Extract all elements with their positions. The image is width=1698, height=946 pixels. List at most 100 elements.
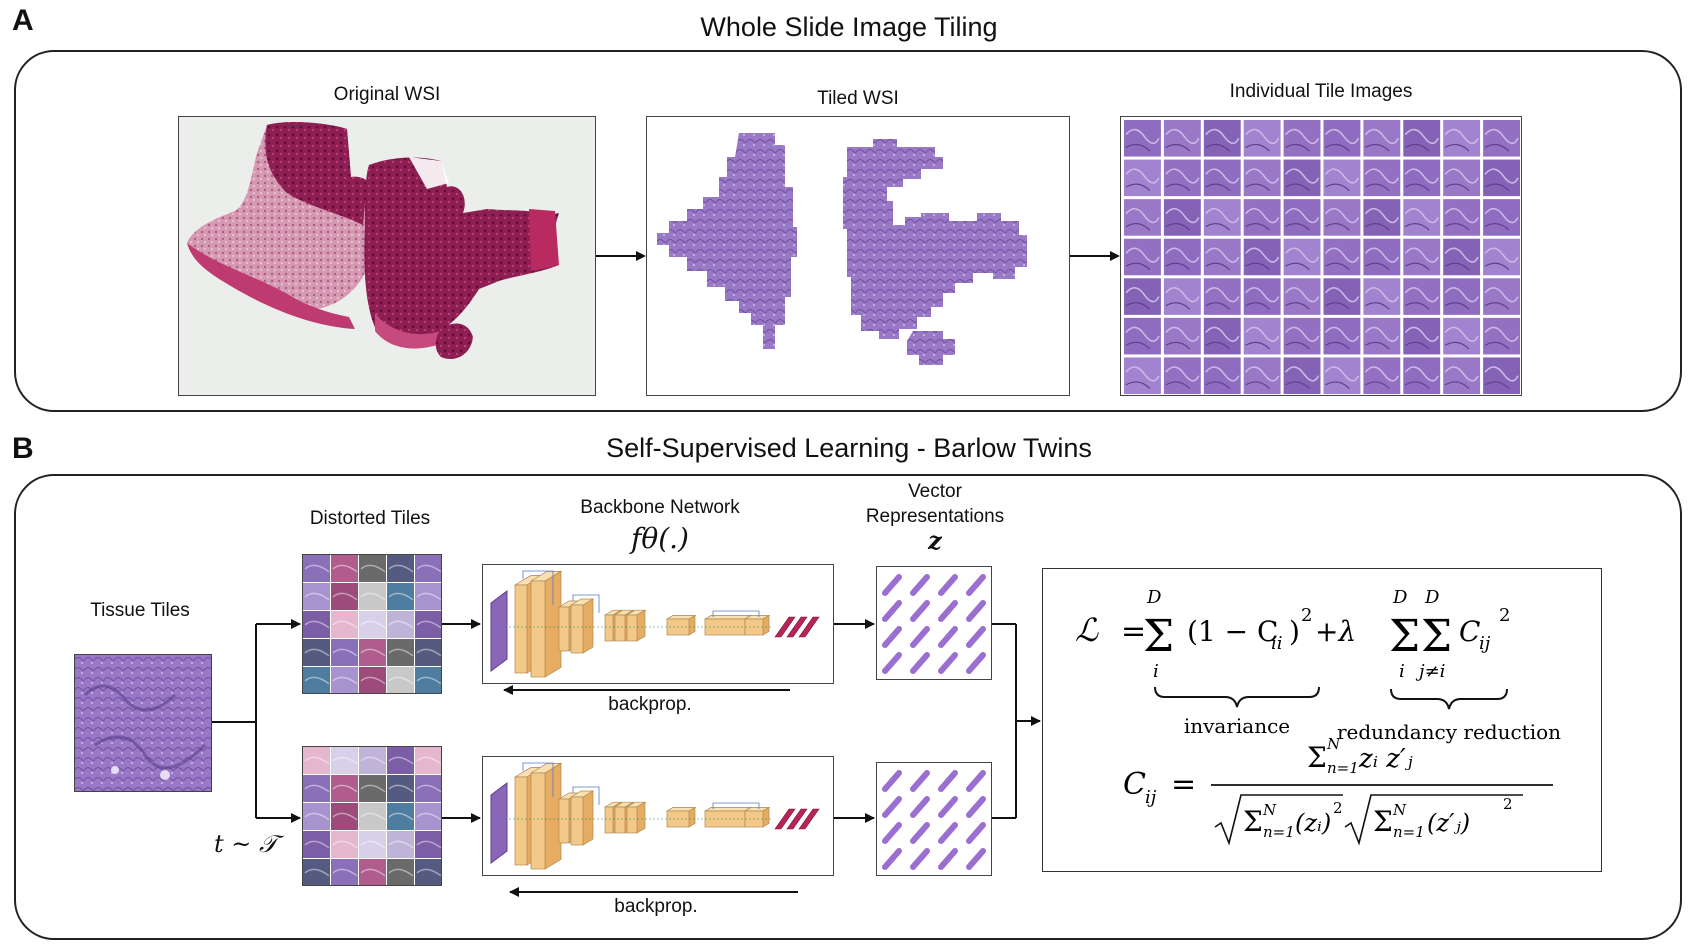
tile-images-label: Individual Tile Images: [1229, 81, 1413, 102]
tile-texture: [1125, 341, 1151, 350]
tile-cell: [1243, 317, 1281, 355]
tile-texture: [1245, 262, 1270, 271]
distorted-tile-texture: [388, 756, 414, 765]
vector-element: [910, 796, 930, 818]
distorted-tile-cell: [331, 583, 358, 610]
vector-element: [882, 626, 902, 648]
tile-texture: [1245, 326, 1280, 342]
distorted-tile-cell: [331, 639, 358, 666]
tile-texture: [1284, 207, 1320, 224]
distorted-tile-cell: [415, 803, 441, 830]
distorted-tile-cell: [415, 611, 441, 638]
tile-cell: [1483, 159, 1520, 197]
num-upper: N: [1326, 735, 1341, 753]
conv-block-front: [614, 806, 626, 834]
distorted-tile-cell: [303, 831, 330, 858]
tile-texture: [1245, 183, 1270, 192]
vector-element: [882, 574, 902, 596]
tile-cell: [1483, 317, 1520, 355]
tile-texture: [1484, 168, 1519, 184]
tile-texture: [1205, 326, 1240, 342]
den2-sigma: Σ: [1373, 805, 1393, 838]
vector-element: [938, 848, 958, 870]
vector-element: [938, 626, 958, 648]
panel-letter-a: A: [12, 4, 34, 37]
tile-texture: [1484, 287, 1519, 303]
distorted-tile-texture: [388, 592, 414, 601]
distorted-tile-texture: [360, 868, 386, 877]
tile-texture: [1405, 183, 1430, 192]
distorted-tile-cell: [359, 555, 386, 582]
tile-texture: [1165, 381, 1191, 389]
distorted-tile-texture: [388, 676, 414, 685]
tile-cell: [1363, 120, 1401, 157]
tile-cell: [1163, 357, 1201, 394]
num-lower: n=1: [1327, 759, 1359, 777]
distorted-tile-texture: [304, 676, 330, 685]
vector-element: [882, 652, 902, 674]
panel-letter-b: B: [12, 432, 34, 465]
vector-label-line1: Vector: [908, 481, 962, 502]
tile-texture: [1245, 302, 1270, 310]
tile-texture: [1285, 262, 1310, 271]
tile-texture: [1245, 341, 1270, 350]
section-title-a: Whole Slide Image Tiling: [700, 12, 998, 42]
conv-block-front: [558, 606, 570, 652]
corr-lhs: C: [1123, 767, 1146, 802]
tile-texture: [1484, 223, 1510, 231]
distorted-tile-texture: [388, 620, 414, 629]
skip-connection: [572, 786, 600, 805]
tissue-tile-image: [74, 654, 212, 792]
distorted-tile-cell: [331, 747, 358, 774]
distorted-tile-cell: [415, 831, 441, 858]
tile-texture: [1365, 381, 1390, 389]
distorted-tile-cell: [415, 747, 441, 774]
tile-cell: [1323, 159, 1361, 197]
tile-texture: [1364, 128, 1400, 145]
vector-element: [910, 770, 930, 792]
tile-texture: [1365, 183, 1390, 192]
tile-cell: [1203, 238, 1241, 276]
distorted-tile-cell: [387, 859, 414, 885]
sum2-lower: i: [1399, 661, 1405, 682]
sum3-sigma: Σ: [1421, 611, 1452, 662]
tile-cell: [1403, 199, 1441, 236]
sum2-upper: D: [1392, 587, 1408, 608]
vector-element: [938, 652, 958, 674]
tile-texture: [1125, 207, 1160, 224]
tile-cell: [1283, 357, 1321, 394]
tile-texture: [1365, 143, 1390, 152]
distorted-tile-texture: [360, 756, 386, 765]
tile-cell: [1243, 278, 1281, 315]
den2-sq: 2: [1503, 795, 1513, 813]
tile-cell: [1124, 120, 1161, 157]
redundancy-sq: 2: [1499, 605, 1510, 626]
distorted-tile-cell: [303, 667, 330, 693]
distorted-tile-texture: [304, 784, 330, 793]
distorted-tile-cell: [331, 831, 358, 858]
invariance-term: (1 − C: [1187, 615, 1278, 648]
tile-texture: [1245, 287, 1280, 303]
dense-layer: [798, 616, 820, 638]
distorted-tile-texture: [416, 756, 441, 765]
tile-cell: [1203, 317, 1241, 355]
tile-cell: [1403, 238, 1441, 276]
original-wsi-label: Original WSI: [333, 84, 441, 105]
vector-representation-bottom: [876, 762, 992, 876]
tile-texture: [1325, 302, 1350, 310]
tile-texture: [1444, 207, 1479, 224]
num-sigma: Σ: [1307, 741, 1327, 774]
distorted-tile-texture: [416, 812, 441, 821]
tile-texture: [1125, 381, 1151, 389]
tile-texture: [1165, 168, 1200, 184]
transform-symbol: t ~ 𝒯: [214, 830, 278, 858]
tile-cell: [1483, 120, 1520, 157]
distorted-tile-cell: [387, 831, 414, 858]
distorted-tile-cell: [415, 555, 441, 582]
backbone-network-top: [482, 564, 834, 684]
vector-element: [938, 600, 958, 622]
tile-texture: [1284, 366, 1320, 382]
distorted-tile-cell: [331, 775, 358, 802]
tile-cell: [1483, 357, 1520, 394]
